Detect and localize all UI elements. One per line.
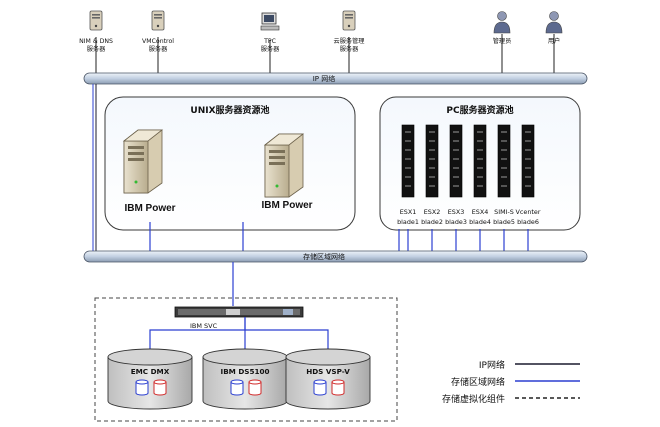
- blade-name: ESX4: [472, 208, 489, 216]
- top-node-sublabel: 服务器: [87, 45, 106, 53]
- storage-array-label: EMC DMX: [131, 367, 170, 376]
- ibm-svc-device: [174, 306, 304, 318]
- san-links: [149, 222, 244, 252]
- blade-name: ESX3: [448, 208, 465, 216]
- blade-name: ESX1: [400, 208, 417, 216]
- disk-icon: [230, 379, 244, 396]
- blade-3: ESX3 blade3: [445, 124, 467, 226]
- blade-5: SIMI-S blade5: [493, 124, 515, 226]
- disk-icon: [331, 379, 345, 396]
- server-icon: [151, 10, 165, 31]
- blade-2: ESX2 blade2: [421, 124, 443, 226]
- storage-virtualization-boundary: [94, 297, 398, 422]
- blade-1: ESX1 blade1: [397, 124, 419, 226]
- disk-icon: [248, 379, 262, 396]
- storage-array-3: HDS VSP-V: [285, 348, 371, 410]
- legend-san-label: 存储区域网络: [451, 376, 505, 388]
- ibm-power-server-1: [122, 129, 164, 194]
- top-node-5: 管理员: [493, 11, 512, 45]
- top-node-label: 用户: [548, 37, 560, 45]
- storage-array-group: EMC DMX IBM DS5100 HDS VSP-V: [107, 348, 371, 410]
- top-node-6: 用户: [545, 11, 563, 45]
- pc-pool: PC服务器资源池 ESX1blade1ESX2blade2ESX3blade3E…: [379, 96, 581, 231]
- disk-icon: [153, 379, 167, 396]
- unix-server-2-label: IBM Power: [261, 200, 312, 211]
- blade-name: Vcenter: [516, 208, 541, 216]
- top-node-label: 管理员: [493, 37, 512, 45]
- workstation-icon: [260, 12, 280, 31]
- svc-label: IBM SVC: [190, 322, 218, 330]
- disk-icon: [135, 379, 149, 396]
- blade-group: ESX1 blade1 ESX2 blade2 ESX3 blade3 ESX4 blade4…: [397, 124, 541, 226]
- legend: IP网络 存储区域网络 存储虚拟化组件: [442, 359, 580, 405]
- disk-icon: [313, 379, 327, 396]
- blade-sub: blade3: [445, 218, 467, 226]
- storage-array-2: IBM DS5100: [202, 348, 288, 410]
- blade-sub: blade6: [517, 218, 539, 226]
- person-icon: [545, 11, 563, 34]
- unix-pool: UNIX服务器资源池 IBM Power IBM Power: [104, 96, 356, 231]
- server-icon: [89, 10, 103, 31]
- storage-bus-label: 存储区域网络: [303, 252, 345, 261]
- top-node-label: VMControl: [142, 38, 174, 45]
- legend-virt-label: 存储虚拟化组件: [442, 393, 505, 405]
- unix-server-1-label: IBM Power: [124, 203, 175, 214]
- blade-name: SIMI-S: [494, 208, 514, 216]
- blade-name: ESX2: [424, 208, 441, 216]
- blade-sub: blade4: [469, 218, 491, 226]
- top-node-group: NIM & DNS服务器VMControl服务器TPC服务器云服务管理服务器管理…: [79, 10, 563, 53]
- top-node-sublabel: 服务器: [261, 45, 280, 53]
- blade-sub: blade2: [421, 218, 443, 226]
- ip-network-bus: IP 网络: [83, 72, 588, 85]
- top-node-links: [95, 34, 555, 74]
- blade-6: Vcenter blade6: [516, 124, 541, 226]
- legend-ip-label: IP网络: [479, 359, 505, 371]
- top-node-label: TPC: [263, 38, 276, 45]
- person-icon: [493, 11, 511, 34]
- ibm-power-server-2: [263, 133, 305, 198]
- pc-pool-title: PC服务器资源池: [446, 104, 513, 116]
- blade-sub: blade5: [493, 218, 515, 226]
- top-node-label: NIM & DNS: [79, 38, 113, 45]
- blade-4: ESX4 blade4: [469, 124, 491, 226]
- storage-array-label: HDS VSP-V: [306, 367, 350, 376]
- unix-pool-title: UNIX服务器资源池: [190, 104, 269, 116]
- server-icon: [342, 10, 356, 31]
- ip-bus-label: IP 网络: [313, 74, 336, 83]
- storage-array-label: IBM DS5100: [221, 367, 270, 376]
- top-node-sublabel: 服务器: [149, 45, 168, 53]
- blade-san-links: [398, 229, 529, 252]
- storage-array-1: EMC DMX: [107, 348, 193, 410]
- blade-sub: blade1: [397, 218, 419, 226]
- top-node-label: 云服务管理: [334, 37, 365, 45]
- storage-network-bus: 存储区域网络: [83, 250, 588, 263]
- top-node-sublabel: 服务器: [340, 45, 359, 53]
